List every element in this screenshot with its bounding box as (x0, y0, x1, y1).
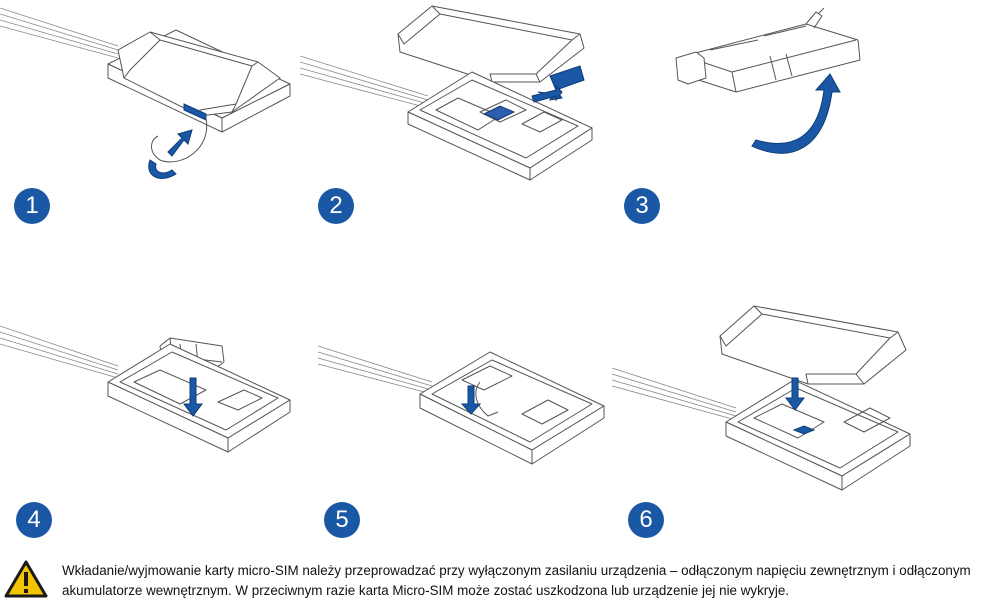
step-3-illustration: 3 (610, 0, 1000, 230)
step-5-illustration: 5 (312, 320, 622, 550)
warning-notice: Wkładanie/wyjmowanie karty micro-SIM nal… (0, 553, 1000, 604)
step-number-badge: 4 (16, 502, 52, 538)
step-2-illustration: 2 (300, 0, 610, 230)
warning-triangle-icon (4, 560, 48, 598)
open-device-sim-drawing (300, 5, 593, 181)
step-number-badge: 5 (324, 502, 360, 538)
battery-rotation-drawing (675, 7, 861, 154)
closed-device-drawing (0, 7, 291, 179)
step-number-badge: 6 (628, 502, 664, 538)
connect-battery-drawing (317, 345, 605, 465)
close-lid-drawing (611, 305, 911, 491)
step-number-badge: 3 (624, 188, 660, 224)
step-4-illustration: 4 (0, 320, 310, 550)
step-6-illustration: 6 (608, 300, 1000, 550)
step-1-illustration: 1 (0, 0, 310, 224)
insert-battery-drawing (0, 325, 291, 453)
step-number-badge: 2 (318, 188, 354, 224)
step-number-badge: 1 (14, 188, 50, 224)
warning-text: Wkładanie/wyjmowanie karty micro-SIM nal… (62, 563, 971, 598)
